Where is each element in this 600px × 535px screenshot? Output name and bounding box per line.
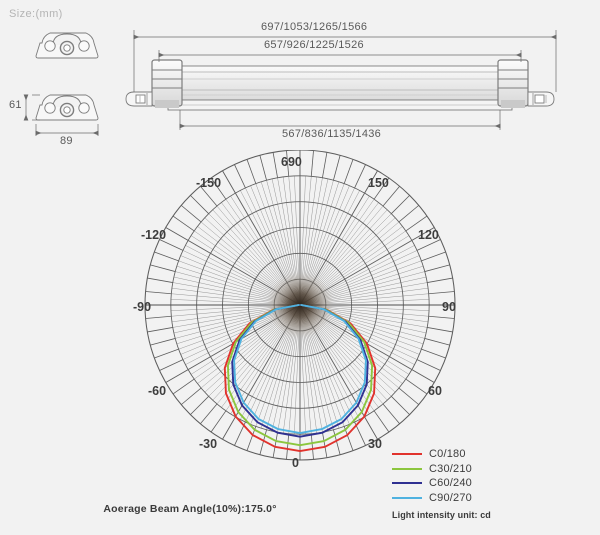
technical-drawing: [23, 30, 557, 136]
dim-overall-length-label: 697/1053/1265/1566: [261, 21, 368, 33]
dim-body-length: [158, 50, 522, 62]
polar-label-neg150: -150: [196, 176, 222, 190]
legend-item: C60/240: [392, 476, 600, 491]
legend-swatch-c60-240: [392, 482, 422, 485]
legend-item: C90/270: [392, 491, 600, 506]
polar-label-0: 0: [292, 456, 299, 470]
connector-left: [125, 91, 153, 107]
beam-angle-caption: Aoerage Beam Angle(10%):175.0°: [103, 503, 277, 515]
side-view-body: [125, 59, 555, 111]
size-unit-note: Size:(mm): [9, 8, 63, 20]
dim-mount-spacing-label: 567/836/1135/1436: [282, 128, 382, 140]
curve-c60-240: [231, 304, 369, 438]
legend-label-c0-180: C0/180: [429, 448, 466, 461]
dim-height-label: 61: [9, 99, 22, 111]
polar-label-150: 150: [368, 176, 389, 190]
center-hotspot: [266, 271, 334, 339]
polar-label-neg90: -90: [133, 300, 152, 314]
legend-unit-label: Light intensity unit: cd: [392, 510, 491, 520]
legend-swatch-c0-180: [392, 453, 422, 456]
distribution-curves: [223, 304, 377, 452]
legend-swatch-c90-270: [392, 496, 422, 499]
curve-c30-210: [226, 304, 374, 447]
end-view-top: [35, 32, 99, 59]
polar-label-max: 690: [281, 155, 302, 169]
dim-width-label: 89: [60, 135, 73, 147]
dim-overall-length: [133, 30, 557, 92]
polar-label-30: 30: [368, 437, 382, 451]
legend-swatch-c30-210: [392, 467, 422, 470]
legend-label-c30-210: C30/210: [429, 462, 472, 475]
dim-width: [35, 124, 99, 136]
polar-label-120: 120: [418, 228, 439, 242]
polar-label-neg60: -60: [148, 384, 167, 398]
legend-label-c90-270: C90/270: [429, 491, 472, 504]
legend-label-c60-240: C60/240: [429, 477, 472, 490]
chart-legend: C0/180 C30/210 C60/240 C90/270 Light int…: [392, 447, 600, 520]
dim-mount-spacing: [179, 110, 501, 130]
connector-right: [527, 91, 555, 107]
legend-item: C30/210: [392, 462, 600, 477]
polar-light-distribution-chart: [144, 150, 456, 461]
dim-body-length-label: 657/926/1225/1526: [264, 39, 364, 51]
dim-height: [23, 94, 40, 121]
polar-label-neg30: -30: [199, 437, 218, 451]
polar-label-90: 90: [442, 300, 456, 314]
curve-c0-180: [223, 304, 377, 452]
legend-item: C0/180: [392, 447, 600, 462]
polar-label-60: 60: [428, 384, 442, 398]
curve-c90-270: [233, 304, 367, 434]
end-view-bottom: [35, 94, 99, 121]
polar-label-neg120: -120: [141, 228, 167, 242]
